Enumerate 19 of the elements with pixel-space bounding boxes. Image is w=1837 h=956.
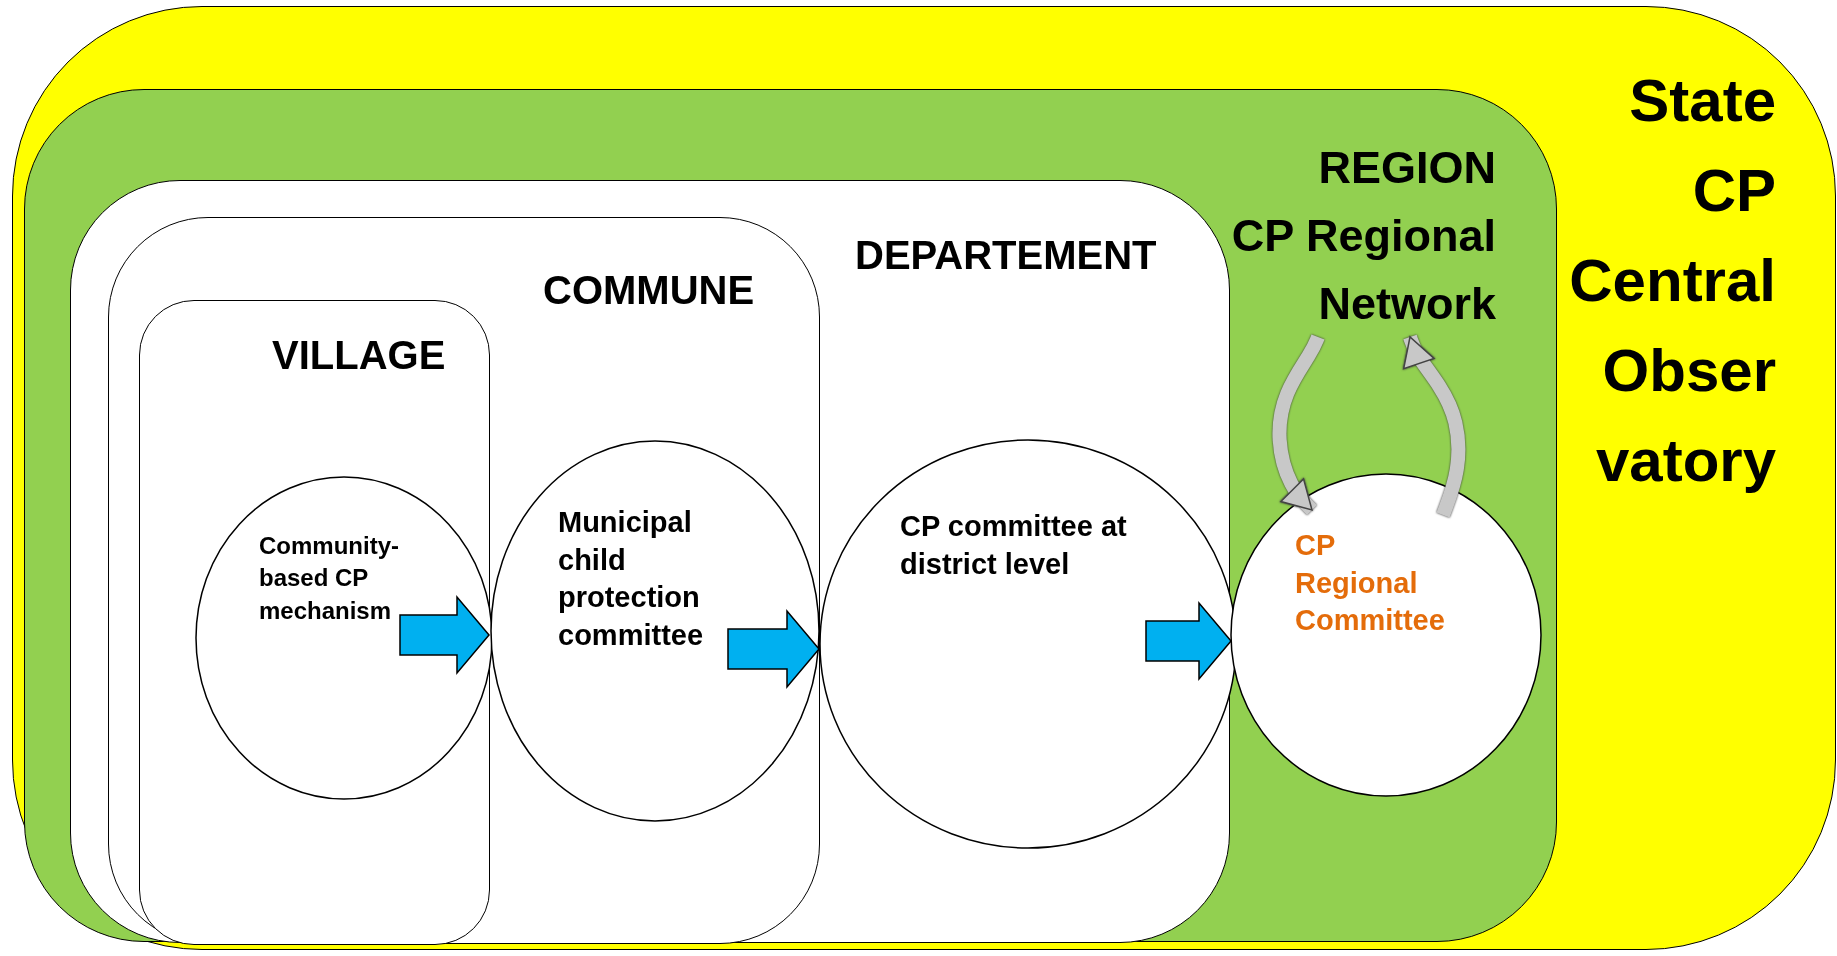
panel-heading: DEPARTEMENT — [855, 232, 1158, 279]
panel-heading: State CP Central Obser vatory — [1568, 66, 1776, 496]
commune-panel — [108, 217, 820, 944]
node-text: Municipal child protection committee — [558, 505, 705, 654]
panel-heading: REGION — [1317, 141, 1496, 195]
panel-heading: COMMUNE — [543, 267, 756, 314]
panel-heading: VILLAGE — [272, 332, 447, 379]
block-arrow — [1145, 600, 1232, 682]
node-text: Community-based CP mechanism — [259, 531, 400, 626]
region-panel — [24, 89, 1557, 942]
state-panel — [12, 6, 1836, 950]
node-text: CP committee at district level — [900, 509, 1128, 582]
block-arrow — [727, 608, 820, 690]
panel-heading: CP Regional Network — [1230, 209, 1496, 331]
curved-arrow — [1402, 333, 1466, 518]
node-text: CP Regional Committee — [1295, 528, 1446, 639]
village-panel — [139, 300, 490, 945]
block-arrow — [399, 594, 490, 676]
curved-arrow — [1272, 332, 1325, 515]
